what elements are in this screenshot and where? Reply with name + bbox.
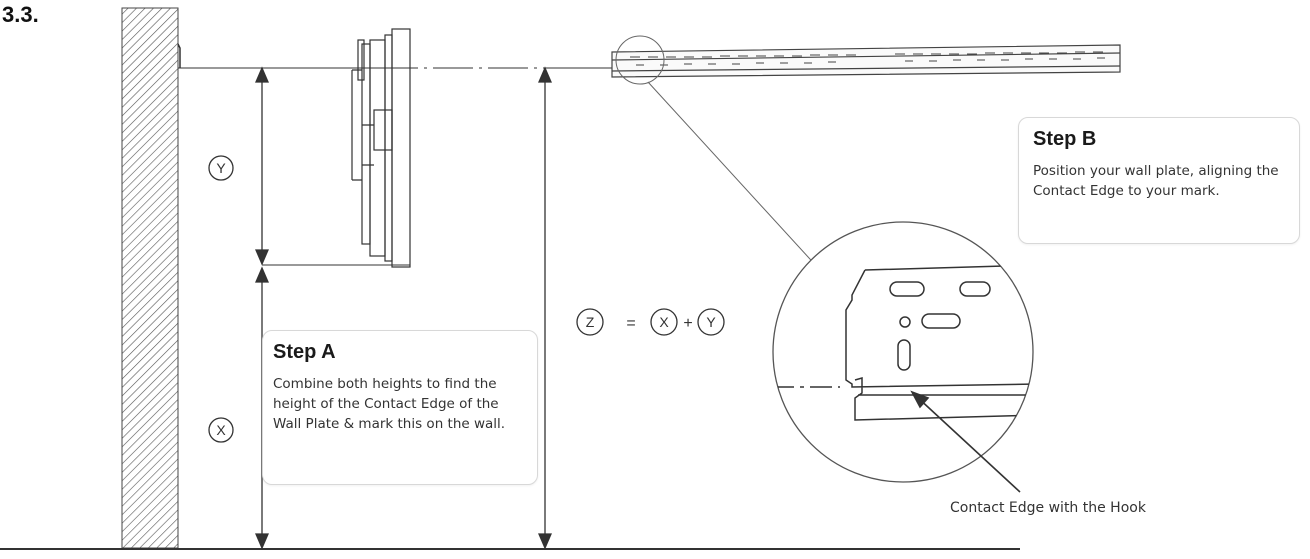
label-x-circle [208,417,234,443]
section-number: 3.3. [2,2,39,27]
tv-side-profile [351,28,411,268]
magnified-plate-outline [845,264,1033,421]
step-b-card: Step B Position your wall plate, alignin… [1018,117,1300,244]
detail-circle-small [615,35,665,85]
step-b-title: Step B [1033,128,1097,150]
formula-x: X [659,314,669,330]
formula-y-circle [697,308,725,336]
z-dimension-arrow [538,66,552,550]
contact-edge-callout: Contact Edge with the Hook [950,500,1146,516]
step-b-body: Position your wall plate, aligning the C… [1033,163,1279,199]
formula-equals: = [626,315,635,332]
formula-z: Z [586,314,595,330]
wall [121,7,179,549]
formula-plus: + [683,315,692,332]
detail-circle-magnified [772,221,1034,483]
formula-y: Y [706,314,716,330]
label-y: Y [216,160,226,176]
formula-z-circle [576,308,604,336]
formula-x-circle [650,308,678,336]
y-dimension-arrow [255,66,269,266]
connector-line-1 [647,81,821,271]
step-a-body: Combine both heights to find the height … [273,376,506,432]
wall-plate-hook-side [177,43,181,68]
label-y-circle [208,155,234,181]
step-a-card: Step A Combine both heights to find the … [262,330,538,485]
label-x: X [216,422,226,438]
step-a-title: Step A [273,341,336,363]
contact-edge-arrow [910,390,1021,493]
wall-plate [611,44,1121,78]
